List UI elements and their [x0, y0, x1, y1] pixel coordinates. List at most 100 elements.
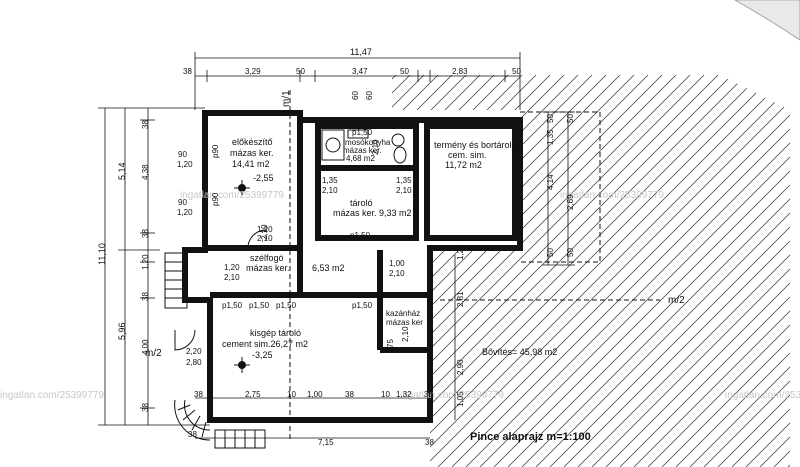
opening-label: 2,10 — [401, 326, 410, 342]
opening-label: 90 — [178, 150, 187, 159]
dimension-label: 1,32 — [396, 390, 412, 399]
dimension-label: 7,15 — [318, 438, 334, 447]
opening-label: p90 — [211, 192, 220, 206]
room-area: 6,53 m2 — [312, 263, 345, 273]
hatch-line — [647, 75, 790, 467]
inner-wall — [424, 123, 518, 241]
hatch-line — [392, 75, 713, 467]
opening-label: 2,10 — [257, 234, 273, 243]
section-mark-m2-right: m/2 — [668, 295, 685, 306]
extension-area-label: Bővítés= 45,98 m2 — [482, 347, 557, 357]
dimension-label: 10 — [287, 390, 296, 399]
dimension-label: 38 — [188, 430, 197, 439]
opening-label: 2,80 — [186, 358, 202, 367]
hatch-line — [479, 75, 790, 467]
dimension-label: 50 — [546, 248, 555, 257]
opening-label: 1,20 — [177, 160, 193, 169]
hatch-line — [493, 75, 790, 467]
room-level: -2,55 — [253, 173, 274, 183]
room-floor: mázas ker. — [230, 148, 274, 158]
room-name: mosókonyha — [345, 138, 391, 147]
opening-label: 1,35 — [396, 176, 412, 185]
entrance-stairs — [164, 252, 188, 309]
dimension-label: 1,20 — [141, 254, 150, 270]
hatch-line — [0, 67, 236, 467]
paper-corner — [734, 0, 800, 41]
opening-label: p1,50 — [350, 231, 371, 240]
hatch-line — [675, 75, 790, 467]
hatch-line — [731, 75, 790, 467]
dimension-label: 38 — [141, 292, 150, 301]
opening-label: 1,20 — [177, 208, 193, 217]
opening-label: 2,10 — [389, 269, 405, 278]
hatch-line — [465, 75, 790, 467]
dimension-label: 10 — [381, 390, 390, 399]
inner-wall — [315, 123, 419, 241]
opening-label: p1,50 — [249, 301, 270, 310]
hatch-line — [0, 67, 208, 467]
dimension-label: 50 — [546, 114, 555, 123]
dimension-label: 38 — [141, 120, 150, 129]
left-dimension-lines — [98, 107, 210, 426]
dimension-label: 5,96 — [117, 322, 127, 340]
hatch-line — [745, 75, 790, 467]
room-name: tároló — [350, 198, 373, 208]
room-area: 4,68 m2 — [346, 154, 375, 163]
opening-label: 1,20 — [224, 263, 240, 272]
opening-label: 60 — [365, 91, 374, 100]
hatch-line — [392, 75, 643, 467]
hatch-line — [0, 67, 110, 467]
opening-label: 2,81 — [456, 291, 465, 307]
opening-label: 1,35 — [322, 176, 338, 185]
opening-label: p1,50 — [352, 301, 373, 310]
hatch-line — [521, 75, 790, 467]
watermark: ingatlan.com/25399779 — [725, 390, 800, 401]
room-area: 11,72 m2 — [445, 160, 482, 170]
dimension-label: 50 — [566, 248, 575, 257]
dimension-label: 38 — [141, 229, 150, 238]
dimension-label: 50 — [566, 114, 575, 123]
hatch-line — [437, 75, 790, 467]
opening-label: p90 — [211, 144, 220, 158]
top-dimension-lines — [194, 52, 521, 110]
door-swing — [247, 229, 267, 249]
hatch-line — [392, 75, 699, 467]
opening-label: 2,10 — [224, 273, 240, 282]
hatch-line — [451, 75, 790, 467]
plan-title: Pince alaprajz m=1:100 — [470, 431, 591, 443]
opening-label: p1,50 — [352, 128, 373, 137]
hatch-line — [689, 75, 790, 467]
dimension-label: 5,14 — [117, 162, 127, 180]
dimension-label: 50 — [400, 67, 409, 76]
level-marker — [234, 357, 250, 373]
dimension-label: 38 — [194, 390, 203, 399]
hatch-line — [563, 75, 790, 467]
hatch-line — [0, 67, 348, 467]
room-floor: cement sim.26,27 m2 — [222, 339, 308, 349]
hatch-line — [392, 75, 769, 467]
extension-hatch — [0, 67, 790, 467]
spiral-stair — [174, 399, 211, 441]
hatch-line — [787, 75, 790, 467]
hatch-line — [759, 75, 790, 467]
room-floor: cem. sim. — [448, 150, 487, 160]
watermark: ingatlan.com/25399779 — [400, 390, 504, 401]
hatch-line — [0, 67, 180, 467]
room-name: szélfogó — [250, 253, 284, 263]
dimension-label: 11,47 — [350, 47, 372, 57]
room-floor: mázas ker. 9,33 m2 — [333, 208, 412, 218]
room-name: előkészítő — [232, 137, 273, 147]
opening-label: 2,10 — [260, 224, 269, 240]
opening-label: 1,20 — [257, 225, 273, 234]
hatch-line — [605, 75, 790, 467]
hatch-line — [392, 75, 671, 467]
room-area: 14,41 m2 — [232, 159, 270, 169]
room-floor: mázas ker — [386, 318, 423, 327]
dimension-label: 3,47 — [352, 67, 368, 76]
opening-label: 1,21 — [456, 244, 465, 260]
section-mark-m2-left: m/2 — [145, 348, 162, 359]
dimension-label: 1,00 — [307, 390, 323, 399]
opening-label: 2,10 — [396, 186, 412, 195]
hatch-line — [0, 67, 40, 467]
